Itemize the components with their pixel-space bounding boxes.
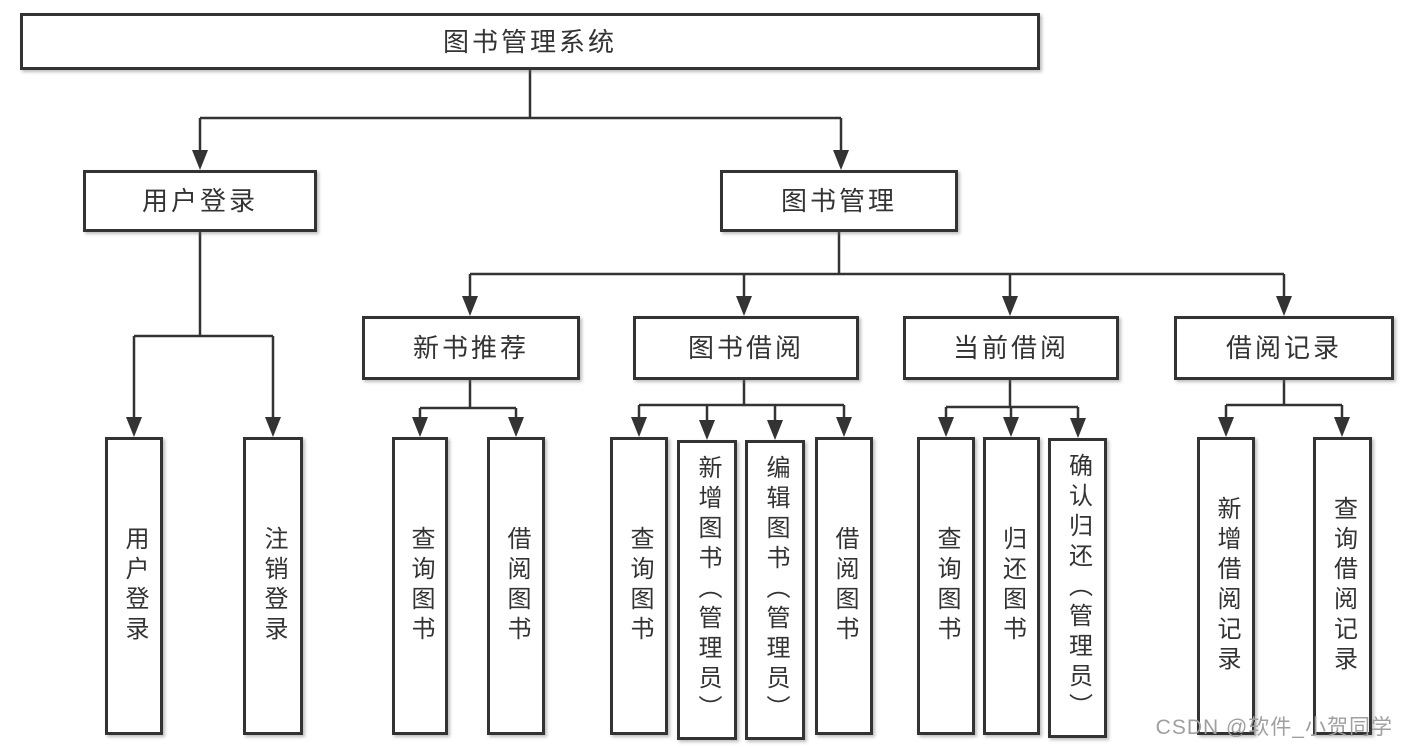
leaf-add-book-admin-label: 新增图书（管理员） xyxy=(694,455,721,725)
leaf-query-borrow-record-label: 查询借阅记录 xyxy=(1329,496,1357,676)
leaf-query-books-current: 查询图书 xyxy=(917,437,975,735)
node-user-login: 用户登录 xyxy=(83,170,317,232)
node-current-borrowing: 当前借阅 xyxy=(903,316,1119,380)
arrowheads xyxy=(126,150,1350,440)
leaf-user-login: 用户登录 xyxy=(105,437,163,735)
node-book-borrowing-label: 图书借阅 xyxy=(687,333,804,363)
node-book-management-label: 图书管理 xyxy=(780,186,897,216)
leaf-query-books-recommend-label: 查询图书 xyxy=(407,526,434,646)
leaf-return-book: 归还图书 xyxy=(983,437,1040,735)
leaf-borrow-books-borrowing: 借阅图书 xyxy=(815,437,873,735)
leaf-query-books-borrowing: 查询图书 xyxy=(610,437,668,735)
node-current-borrowing-label: 当前借阅 xyxy=(952,333,1069,363)
leaf-query-books-recommend: 查询图书 xyxy=(392,437,448,735)
leaf-query-books-borrowing-label: 查询图书 xyxy=(626,526,653,646)
node-borrowing-records-label: 借阅记录 xyxy=(1225,333,1342,363)
node-book-management: 图书管理 xyxy=(720,170,958,232)
leaf-user-login-label: 用户登录 xyxy=(121,526,148,646)
leaf-add-book-admin: 新增图书（管理员） xyxy=(677,440,737,740)
leaf-query-borrow-record: 查询借阅记录 xyxy=(1313,437,1372,735)
node-borrowing-records: 借阅记录 xyxy=(1174,316,1394,380)
leaf-logout-login: 注销登录 xyxy=(243,437,303,735)
leaf-add-borrow-record-label: 新增借阅记录 xyxy=(1213,496,1240,676)
node-user-login-label: 用户登录 xyxy=(141,186,258,216)
leaf-add-borrow-record: 新增借阅记录 xyxy=(1197,437,1255,735)
csdn-watermark: CSDN @软件_小贺同学 xyxy=(1155,716,1393,739)
leaf-edit-book-admin-label: 编辑图书（管理员） xyxy=(762,455,789,725)
leaf-query-books-current-label: 查询图书 xyxy=(933,526,960,646)
leaf-confirm-return-admin-label: 确认归还（管理员） xyxy=(1064,453,1092,723)
node-new-book-recommend: 新书推荐 xyxy=(362,316,580,380)
leaf-logout-login-label: 注销登录 xyxy=(260,526,287,646)
node-book-borrowing: 图书借阅 xyxy=(633,316,859,380)
leaf-edit-book-admin: 编辑图书（管理员） xyxy=(745,440,805,740)
leaf-borrow-books-recommend-label: 借阅图书 xyxy=(503,526,530,646)
leaf-borrow-books-recommend: 借阅图书 xyxy=(487,437,545,735)
connector-segments xyxy=(132,70,1344,422)
leaf-borrow-books-borrowing-label: 借阅图书 xyxy=(831,526,858,646)
leaf-confirm-return-admin: 确认归还（管理员） xyxy=(1048,438,1107,738)
node-root-system: 图书管理系统 xyxy=(20,13,1040,70)
node-new-book-recommend-label: 新书推荐 xyxy=(412,333,529,363)
leaf-return-book-label: 归还图书 xyxy=(998,526,1026,646)
node-root-system-label: 图书管理系统 xyxy=(442,26,617,57)
